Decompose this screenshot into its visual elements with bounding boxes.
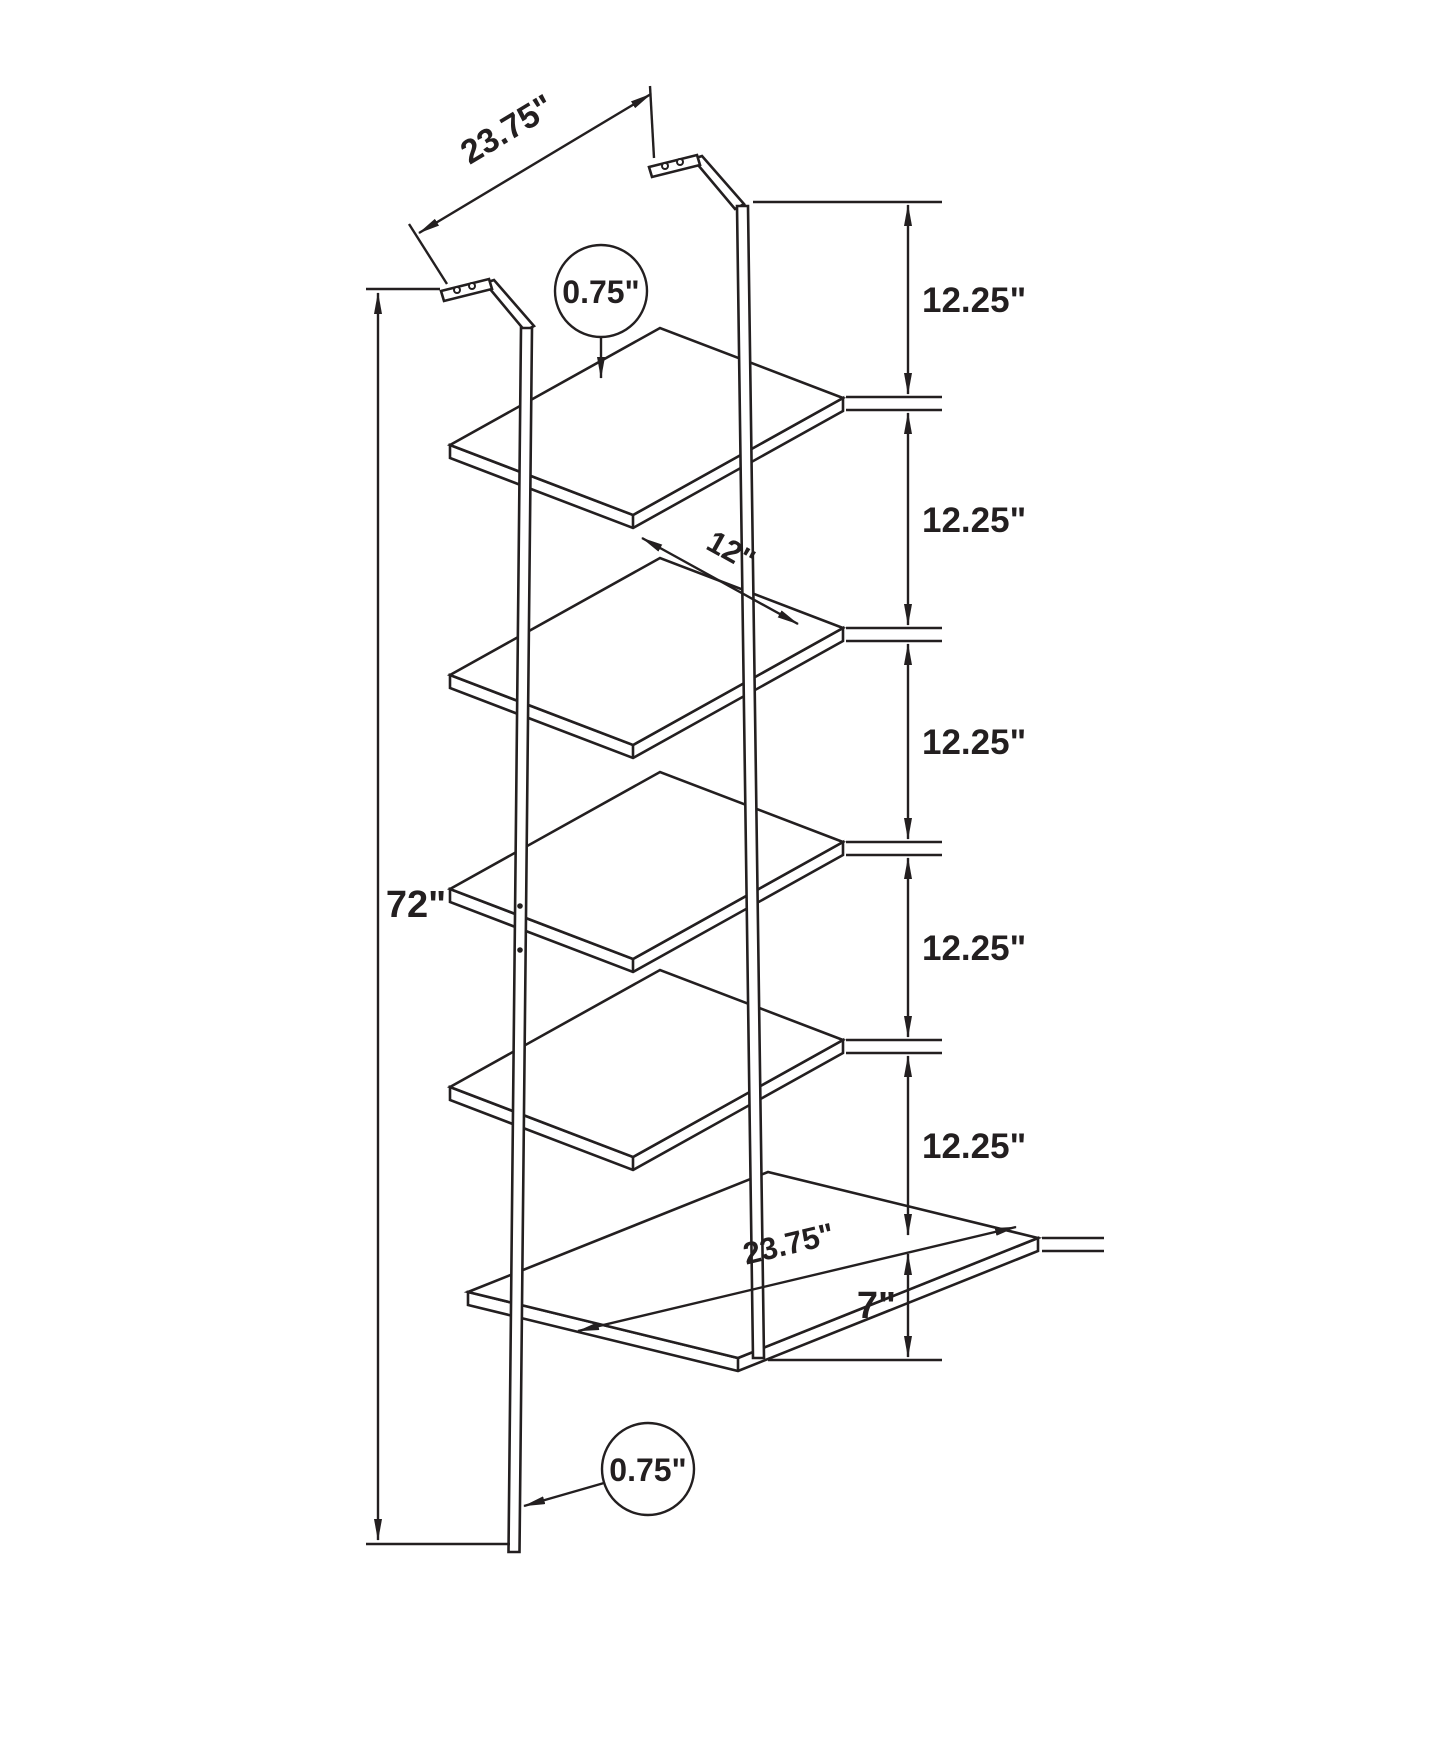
right-rail-arm (690, 154, 747, 211)
callout-leader (523, 1481, 605, 1508)
right-plate-screw-hole-2 (676, 158, 684, 166)
dim-label-spacing-2: 12.25" (922, 501, 1026, 540)
left-plate-screw-hole-2 (468, 282, 476, 290)
callout-frame-thickness: 0.75" (523, 1421, 696, 1517)
shelf-2-top (446, 556, 847, 747)
ext-line (407, 223, 449, 285)
dim-label-spacing-3: 12.25" (922, 723, 1026, 762)
dim-label-top-width: 23.75" (454, 87, 560, 172)
shelf-1-top (446, 326, 847, 517)
dim-label-frame-thickness: 0.75" (609, 1452, 686, 1488)
left-rail-hole-1 (517, 903, 523, 909)
ext-line (648, 85, 656, 159)
dim-line (577, 1225, 1017, 1333)
callout-shelf-thickness: 0.75" (553, 243, 649, 379)
dim-label-overall-height: 72" (386, 884, 446, 926)
ladder-shelf-drawing (439, 153, 1043, 1554)
dim-label-shelf-thickness: 0.75" (562, 274, 639, 310)
dim-label-floor-clearance: 7" (857, 1285, 896, 1327)
left-rail-hole-2 (517, 947, 523, 953)
callout-circle (600, 1421, 696, 1517)
left-rail-bar (507, 326, 534, 1554)
left-plate-screw-hole-1 (453, 286, 461, 294)
shelf-3-top (446, 770, 847, 961)
dim-line (418, 92, 652, 235)
shelf-1 (446, 326, 847, 530)
dim-line (641, 536, 799, 626)
dimension-shelf-spacing-chain: 12.25" 12.25" 12.25" 12.25" 12.25" 7" (753, 200, 1104, 1362)
right-rail (647, 153, 766, 1360)
right-plate-screw-hole-1 (661, 162, 669, 170)
right-rail-wall-plate (647, 153, 702, 179)
dimension-top-width: 23.75" (407, 85, 656, 285)
dim-label-spacing-5: 12.25" (922, 1127, 1026, 1166)
left-rail-arm (482, 278, 537, 333)
dim-label-spacing-1: 12.25" (922, 281, 1026, 320)
left-rail (439, 277, 537, 1554)
right-rail-bar (735, 204, 766, 1360)
shelf-4 (446, 968, 847, 1172)
shelf-4-top (446, 968, 847, 1159)
shelf-3 (446, 770, 847, 974)
dim-label-spacing-4: 12.25" (922, 929, 1026, 968)
shelf-2 (446, 556, 847, 760)
left-rail-wall-plate (439, 277, 494, 303)
dimension-overall-height: 72" (366, 287, 510, 1546)
